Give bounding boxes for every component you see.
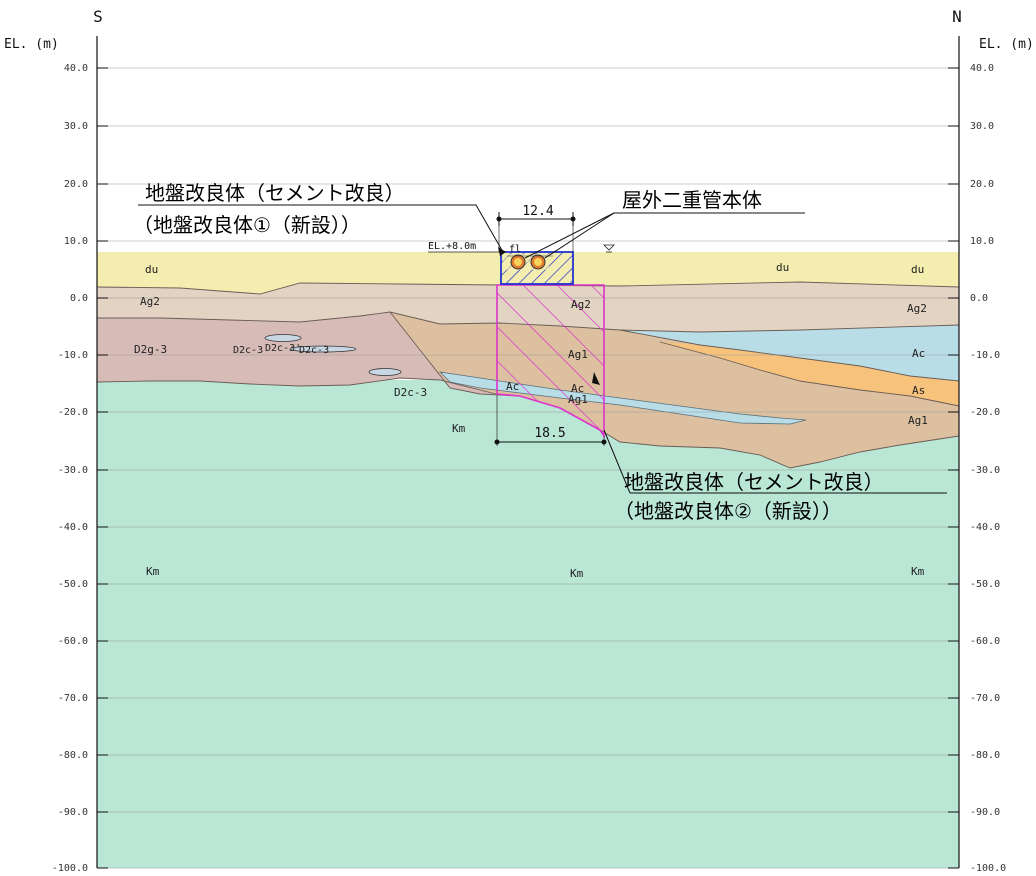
elevation-note: EL.+8.0m: [428, 241, 476, 252]
tick-label: -20.0: [970, 407, 1000, 418]
tick-label: 10.0: [970, 236, 994, 247]
dim-dot: [601, 439, 607, 445]
label-d2c3: D2c-3: [394, 386, 427, 399]
marker-triangle-icon: [498, 247, 506, 256]
tick-label: 20.0: [64, 179, 88, 190]
label-d2c3: D2c-3': [265, 343, 301, 354]
label-du: du: [911, 263, 924, 276]
double-pipe-icon: [507, 254, 553, 270]
direction-south: S: [93, 7, 103, 26]
label-du: du: [145, 263, 158, 276]
tick-label: -60.0: [58, 636, 88, 647]
dim-dot: [570, 216, 576, 222]
label-d2g3: D2g-3: [134, 343, 167, 356]
annotation-lower-line2: （地盤改良体②（新設））: [614, 499, 842, 523]
tick-label: 30.0: [64, 121, 88, 132]
dim-dot: [496, 216, 502, 222]
label-du: du: [776, 261, 789, 274]
d2g3-layer: [97, 312, 500, 395]
direction-north: N: [952, 7, 962, 26]
tick-label: -100.0: [970, 863, 1006, 874]
annotation-upper-line2: （地盤改良体①（新設））: [133, 213, 361, 237]
tick-label: 10.0: [64, 236, 88, 247]
label-ac: Ac: [571, 382, 584, 395]
label-km: Km: [146, 565, 160, 578]
label-d2c3: D2c-3: [299, 345, 329, 356]
strata-labels: du du du Ag2 Ag2 Ag2 D2g-3 D2c-3 D2c-3' …: [134, 261, 928, 580]
tick-label: -90.0: [970, 807, 1000, 818]
label-ag1: Ag1: [908, 414, 928, 427]
tick-label: -20.0: [58, 407, 88, 418]
d2c3-lens-3: [368, 368, 402, 376]
as-layer: [660, 342, 959, 406]
annotation-pipe: 屋外二重管本体: [622, 188, 762, 212]
tick-label: -70.0: [970, 693, 1000, 704]
strata: [96, 252, 960, 868]
elevation-grid: [97, 67, 959, 869]
improvement-body-2: [496, 284, 605, 439]
dim-dot: [494, 439, 500, 445]
annotation-leaders: [138, 204, 947, 494]
label-ag2: Ag2: [907, 302, 927, 315]
tick-label: -30.0: [970, 465, 1000, 476]
axis-ticks: [97, 67, 959, 869]
tick-label: -100.0: [52, 863, 88, 874]
axis-labels-left: 40.0 30.0 20.0 10.0 0.0 -10.0 -20.0 -30.…: [52, 63, 88, 874]
tick-label: -10.0: [970, 350, 1000, 361]
annotation-lower-line1: 地盤改良体（セメント改良）: [624, 470, 884, 494]
tick-label: -50.0: [58, 579, 88, 590]
tick-label: -80.0: [58, 750, 88, 761]
label-d2c3: D2c-3: [233, 345, 263, 356]
tick-label: 30.0: [970, 121, 994, 132]
tick-label: -90.0: [58, 807, 88, 818]
label-ag1: Ag1: [568, 393, 588, 406]
label-ac: Ac: [912, 347, 925, 360]
fl-label: fl: [509, 244, 521, 255]
strata-boundaries: [96, 281, 960, 469]
label-ag2: Ag2: [571, 298, 591, 311]
ac-layer: [620, 325, 959, 381]
label-ac: Ac: [506, 380, 519, 393]
tick-label: -10.0: [58, 350, 88, 361]
label-as: As: [912, 384, 925, 397]
tick-label: -30.0: [58, 465, 88, 476]
tick-label: -70.0: [58, 693, 88, 704]
water-level-icon: [603, 244, 615, 253]
label-km: Km: [911, 565, 925, 578]
tick-label: -50.0: [970, 579, 1000, 590]
marker-triangle-icon: [592, 372, 600, 385]
annotation-upper-line1: 地盤改良体（セメント改良）: [145, 181, 405, 205]
axes: [96, 36, 960, 868]
tick-label: -40.0: [58, 522, 88, 533]
tick-label: 0.0: [970, 293, 988, 304]
tick-label: 40.0: [64, 63, 88, 74]
tick-label: -80.0: [970, 750, 1000, 761]
tick-label: 0.0: [70, 293, 88, 304]
dimension-bottom-label: 18.5: [534, 426, 565, 441]
tick-label: -60.0: [970, 636, 1000, 647]
label-km: Km: [452, 422, 466, 435]
axis-title-right: EL. (m): [979, 37, 1034, 52]
tick-label: 20.0: [970, 179, 994, 190]
d2c3-lens-2: [289, 345, 357, 353]
tick-label: 40.0: [970, 63, 994, 74]
label-ag1: Ag1: [568, 348, 588, 361]
tick-label: -40.0: [970, 522, 1000, 533]
d2c3-lens-1: [264, 334, 302, 342]
dimension-top-label: 12.4: [522, 204, 553, 219]
label-km: Km: [570, 567, 584, 580]
axis-labels-right: 40.0 30.0 20.0 10.0 0.0 -10.0 -20.0 -30.…: [970, 63, 1006, 874]
label-ag2: Ag2: [140, 295, 160, 308]
axis-title-left: EL. (m): [4, 37, 59, 52]
